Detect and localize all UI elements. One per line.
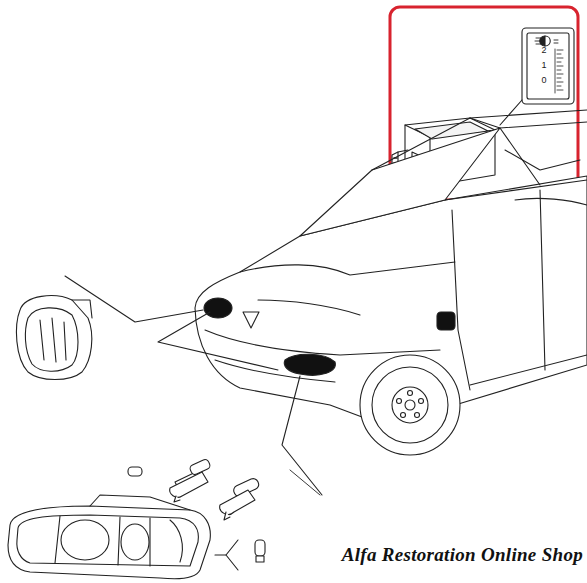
scale-number: 0 [541, 76, 546, 85]
headlamp-unit [8, 495, 210, 579]
scale-number: 2 [541, 46, 546, 55]
fog-lamp [16, 296, 92, 380]
headlamp-marker [204, 298, 232, 318]
switch-face [522, 28, 574, 104]
leader-line [282, 376, 322, 495]
leader-line [158, 312, 278, 370]
scale-number: 1 [541, 61, 546, 70]
leader-line [290, 470, 320, 495]
leader-line [500, 100, 522, 125]
car-body [195, 110, 587, 455]
bracket [226, 540, 238, 570]
switch-marker [437, 312, 455, 330]
front-light-marker [284, 354, 335, 375]
watermark: Alfa Restoration Online Shop [340, 544, 585, 565]
bracket [215, 554, 226, 555]
